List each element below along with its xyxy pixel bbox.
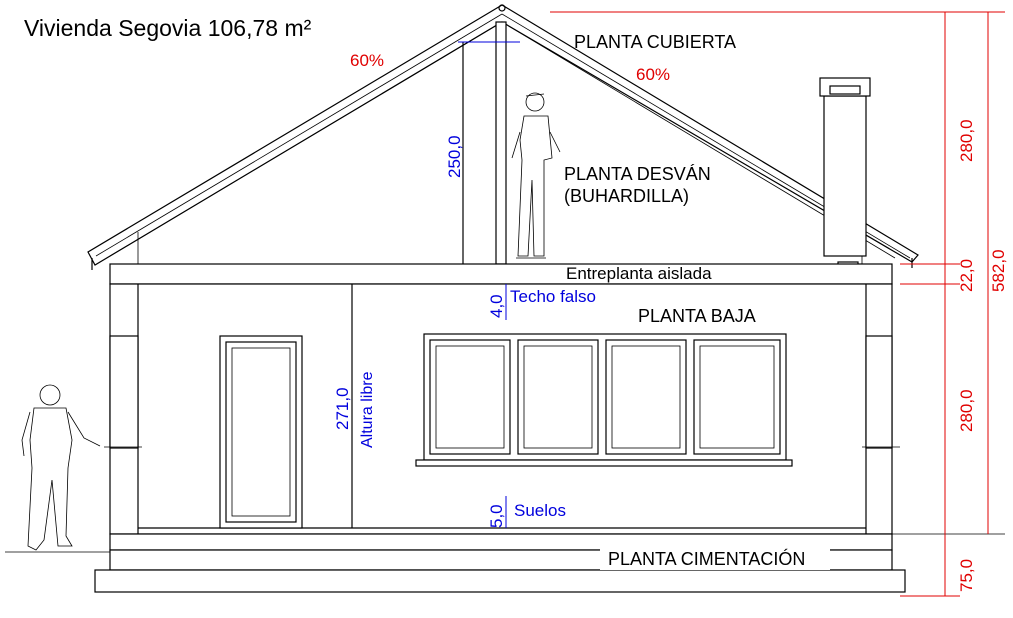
false-ceiling-label: Techo falso — [510, 287, 596, 306]
chimney-cap-inner — [829, 85, 861, 95]
slab-band — [109, 263, 893, 285]
window-frame — [423, 333, 787, 461]
person-attic-arms — [511, 131, 561, 159]
side-window-left — [109, 335, 139, 449]
roof-inner-left — [109, 21, 503, 257]
free-height-dim: 271,0 — [333, 387, 352, 430]
roof — [87, 4, 919, 270]
false-ceiling-dim: 4,0 — [487, 294, 506, 318]
label-planta-baja: PLANTA BAJA — [638, 306, 756, 326]
person-attic — [511, 92, 561, 259]
door — [219, 335, 303, 529]
window-glass-4 — [699, 345, 775, 449]
blue-dimensions: 250,0 4,0 271,0 5,0 Altura libre Techo f… — [333, 41, 596, 528]
plinth — [109, 533, 893, 551]
person-attic-head — [525, 92, 545, 112]
slope-left: 60% — [350, 51, 384, 70]
dim-slab: 22,0 — [957, 259, 976, 292]
person-attic-body — [517, 93, 553, 257]
person-ground-body — [27, 407, 73, 551]
window-group — [415, 333, 793, 467]
label-entreplanta: Entreplanta aislada — [566, 264, 712, 283]
labels: Vivienda Segovia 106,78 m² PLANTA CUBIER… — [24, 15, 805, 569]
chimney — [819, 77, 871, 447]
window-glass-2 — [523, 345, 593, 449]
floors-dim: 5,0 — [487, 504, 506, 528]
page-title: Vivienda Segovia 106,78 m² — [24, 15, 312, 41]
floors-label: Suelos — [514, 501, 566, 520]
person-ground-head — [39, 384, 61, 406]
label-buhardilla: (BUHARDILLA) — [564, 186, 689, 206]
slope-right: 60% — [636, 65, 670, 84]
label-planta-cubierta: PLANTA CUBIERTA — [574, 32, 736, 52]
king-post — [495, 21, 507, 265]
dim-roof: 280,0 — [957, 119, 976, 162]
chimney-stack — [823, 95, 867, 257]
door-panel — [231, 347, 291, 517]
window-pane-1 — [429, 339, 511, 455]
person-ground — [21, 384, 101, 551]
foundation — [5, 533, 1005, 593]
red-dimensions: 280,0 22,0 280,0 75,0 582,0 60% 60% — [350, 11, 1008, 597]
dim-total: 582,0 — [989, 249, 1008, 292]
dim-foundation: 75,0 — [957, 559, 976, 592]
window-pane-4 — [693, 339, 781, 455]
label-planta-desvan: PLANTA DESVÁN — [564, 164, 711, 184]
window-sill — [415, 459, 793, 467]
side-window-right — [865, 335, 893, 449]
dim-ground: 280,0 — [957, 389, 976, 432]
window-glass-3 — [611, 345, 681, 449]
slab-label-bg — [560, 265, 730, 283]
person-ground-arms — [21, 411, 101, 457]
window-pane-3 — [605, 339, 687, 455]
label-planta-cimentacion: PLANTA CIMENTACIÓN — [608, 548, 805, 569]
ridge-mark — [498, 4, 506, 12]
free-height-label: Altura libre — [359, 371, 376, 448]
window-pane-2 — [517, 339, 599, 455]
roof-mid-left — [95, 13, 503, 257]
attic-height-dim: 250,0 — [445, 135, 464, 178]
window-glass-1 — [435, 345, 505, 449]
door-frame — [219, 335, 303, 529]
footing — [94, 569, 906, 593]
foundation-label-bg — [600, 548, 830, 570]
slab — [109, 263, 893, 285]
door-leaf — [225, 341, 297, 523]
